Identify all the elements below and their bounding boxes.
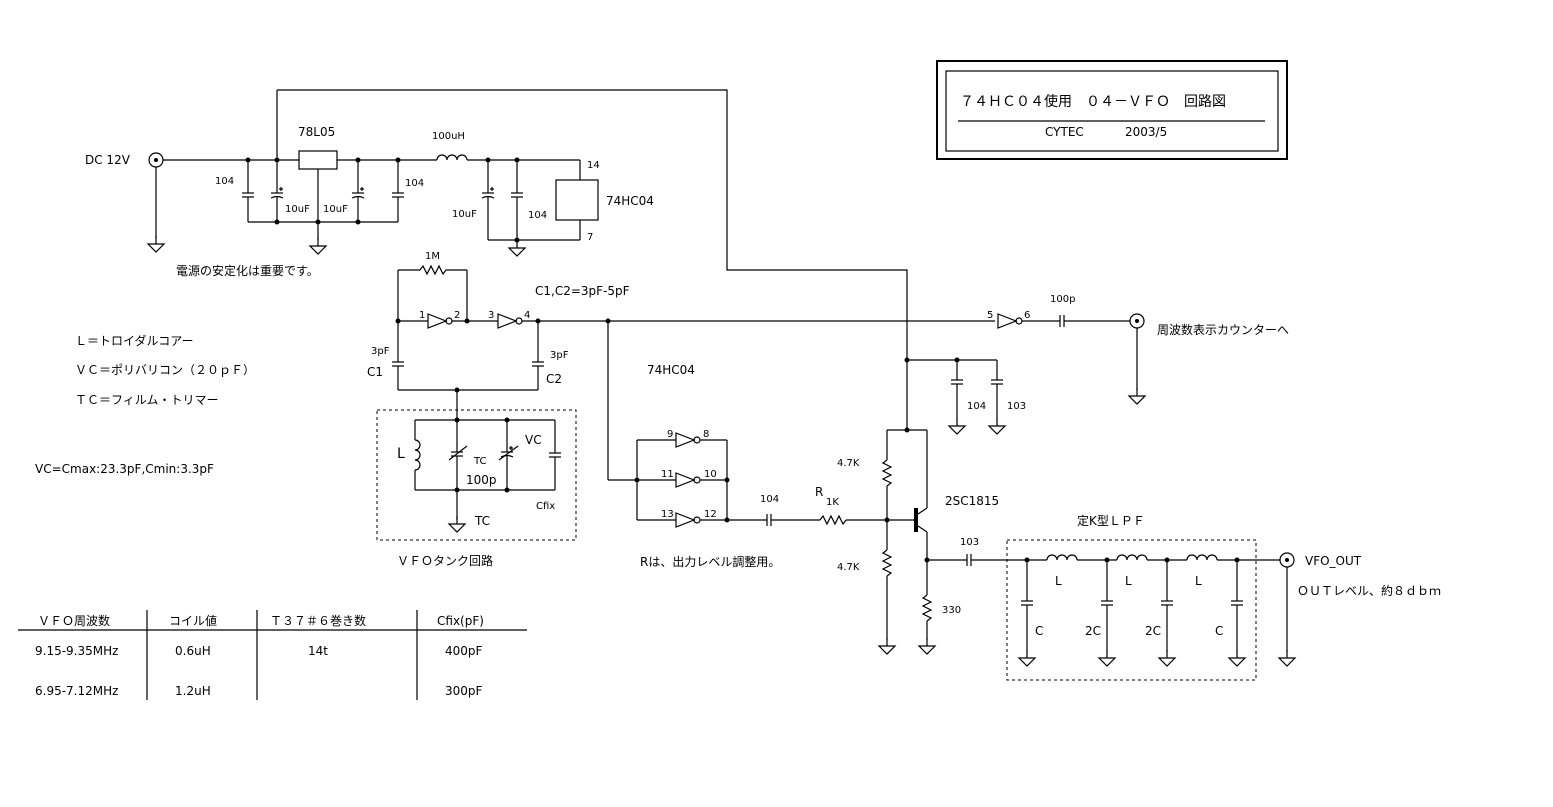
svg-text:1K: 1K — [826, 497, 839, 508]
svg-text:4.7K: 4.7K — [837, 458, 860, 469]
counter-label: 周波数表示カウンターへ — [1157, 322, 1289, 337]
svg-text:103: 103 — [960, 537, 979, 548]
title-company: CYTEC — [1045, 125, 1084, 139]
table-cell: 0.6uH — [175, 644, 211, 658]
svg-text:11: 11 — [661, 469, 674, 480]
svg-text:L: L — [1055, 574, 1062, 588]
svg-text:10: 10 — [704, 469, 717, 480]
table-cell: 1.2uH — [175, 684, 211, 698]
r-note: Rは、出力レベル調整用。 — [640, 554, 780, 569]
regulator-78l05 — [298, 150, 338, 170]
table-header: Cfix(pF) — [437, 614, 484, 628]
amplifier-stage: 104 103 4.7K 4.7K 2SC1815 330 103 — [837, 357, 1047, 655]
vfo-out-label: VFO_OUT — [1305, 554, 1362, 568]
ic-pin7: 7 — [587, 232, 593, 243]
svg-text:104: 104 — [760, 494, 779, 505]
tank-title: ＶＦＯタンク回路 — [397, 553, 493, 568]
table-header: コイル値 — [169, 613, 217, 628]
svg-text:1M: 1M — [425, 251, 440, 262]
svg-text:L: L — [1195, 574, 1202, 588]
svg-text:6: 6 — [1024, 310, 1030, 321]
buffer-stage: 9 8 11 10 13 12 104 R 1K Rは、出力レベル調整用。 — [607, 321, 915, 569]
svg-text:L: L — [1125, 574, 1132, 588]
vfo-output: VFO_OUT ＯＵＴレベル、約８ｄｂｍ — [1278, 552, 1441, 667]
svg-text:C: C — [1215, 624, 1223, 638]
svg-text:R: R — [815, 485, 823, 499]
note-tc: ＴＣ＝フィルム・トリマー — [75, 393, 219, 407]
svg-text:100p: 100p — [1050, 294, 1075, 305]
svg-text:10uF: 10uF — [323, 204, 348, 215]
oscillator-section: 1M 1 2 3 4 C1,C2=3pF-5pF 3pF C1 3pF C2 7… — [367, 251, 995, 420]
note-vc: ＶＣ＝ポリバリコン（２０ｐＦ） — [75, 363, 255, 377]
power-supply-section: DC 12V 78L05 100uH 14 74HC04 7 104 10uF … — [85, 89, 908, 430]
ic-74hc04-block — [555, 179, 599, 221]
svg-text:13: 13 — [661, 509, 674, 520]
svg-text:3: 3 — [488, 310, 494, 321]
title-block: ７４ＨＣ０４使用 ０４－ＶＦＯ 回路図 CYTEC 2003/5 — [936, 60, 1288, 160]
transistor-label: 2SC1815 — [945, 494, 999, 508]
svg-text:3pF: 3pF — [371, 346, 390, 357]
title-text: ７４ＨＣ０４使用 ０４－ＶＦＯ 回路図 — [960, 93, 1226, 110]
note-vc-range: VC=Cmax:23.3pF,Cmin:3.3pF — [35, 462, 214, 476]
c1c2-note: C1,C2=3pF-5pF — [535, 284, 630, 298]
counter-output: 5 6 100p 周波数表示カウンターへ — [987, 294, 1289, 405]
svg-text:12: 12 — [704, 509, 717, 520]
title-date: 2003/5 — [1125, 125, 1167, 139]
table-cell: 400pF — [445, 644, 483, 658]
svg-text:74HC04: 74HC04 — [647, 363, 695, 377]
svg-text:10uF: 10uF — [452, 209, 477, 220]
low-pass-filter: 定K型ＬＰＦ L L L C 2C 2C C — [1006, 513, 1280, 681]
svg-text:2C: 2C — [1145, 624, 1161, 638]
svg-text:L: L — [397, 446, 405, 462]
svg-text:104: 104 — [528, 210, 547, 221]
svg-text:1: 1 — [419, 310, 425, 321]
svg-text:C2: C2 — [546, 372, 562, 386]
table-header: Ｔ３７＃６巻き数 — [270, 613, 366, 628]
coil-table: ＶＦＯ周波数 コイル値 Ｔ３７＃６巻き数 Cfix(pF) 9.15-9.35M… — [18, 610, 527, 700]
out-level-label: ＯＵＴレベル、約８ｄｂｍ — [1297, 583, 1441, 598]
power-note: 電源の安定化は重要です。 — [176, 263, 319, 278]
table-cell: 6.95-7.12MHz — [35, 684, 118, 698]
dc-input-label: DC 12V — [85, 153, 131, 167]
svg-text:4: 4 — [524, 310, 530, 321]
svg-text:4.7K: 4.7K — [837, 562, 860, 573]
ic-label: 74HC04 — [606, 194, 654, 208]
svg-text:103: 103 — [1007, 401, 1026, 412]
regulator-label: 78L05 — [298, 125, 335, 139]
svg-text:9: 9 — [667, 429, 673, 440]
svg-text:TC: TC — [474, 514, 490, 528]
table-cell: 300pF — [445, 684, 483, 698]
svg-text:104: 104 — [405, 178, 424, 189]
svg-text:C1: C1 — [367, 365, 383, 379]
svg-text:5: 5 — [987, 310, 993, 321]
svg-text:VC: VC — [525, 433, 542, 447]
note-l: Ｌ＝トロイダルコアー — [75, 333, 194, 348]
svg-text:104: 104 — [215, 176, 234, 187]
svg-text:C: C — [1035, 624, 1043, 638]
svg-text:TC: TC — [473, 456, 487, 467]
svg-text:330: 330 — [942, 605, 961, 616]
svg-text:2: 2 — [454, 310, 460, 321]
svg-text:10uF: 10uF — [285, 204, 310, 215]
choke-label: 100uH — [432, 131, 465, 142]
component-notes: Ｌ＝トロイダルコアー ＶＣ＝ポリバリコン（２０ｐＦ） ＴＣ＝フィルム・トリマー … — [35, 333, 255, 476]
svg-text:Cfix: Cfix — [536, 501, 555, 512]
ic-pin14: 14 — [587, 160, 600, 171]
table-header: ＶＦＯ周波数 — [38, 613, 110, 628]
svg-text:8: 8 — [703, 429, 709, 440]
svg-text:3pF: 3pF — [550, 350, 569, 361]
svg-text:104: 104 — [967, 401, 986, 412]
lpf-title: 定K型ＬＰＦ — [1077, 513, 1145, 528]
svg-text:100p: 100p — [466, 473, 497, 487]
table-cell: 9.15-9.35MHz — [35, 644, 118, 658]
table-cell: 14t — [308, 644, 328, 658]
svg-text:2C: 2C — [1085, 624, 1101, 638]
tank-circuit: L TC 100p VC Cfix TC ＶＦＯタンク回路 — [376, 409, 577, 568]
